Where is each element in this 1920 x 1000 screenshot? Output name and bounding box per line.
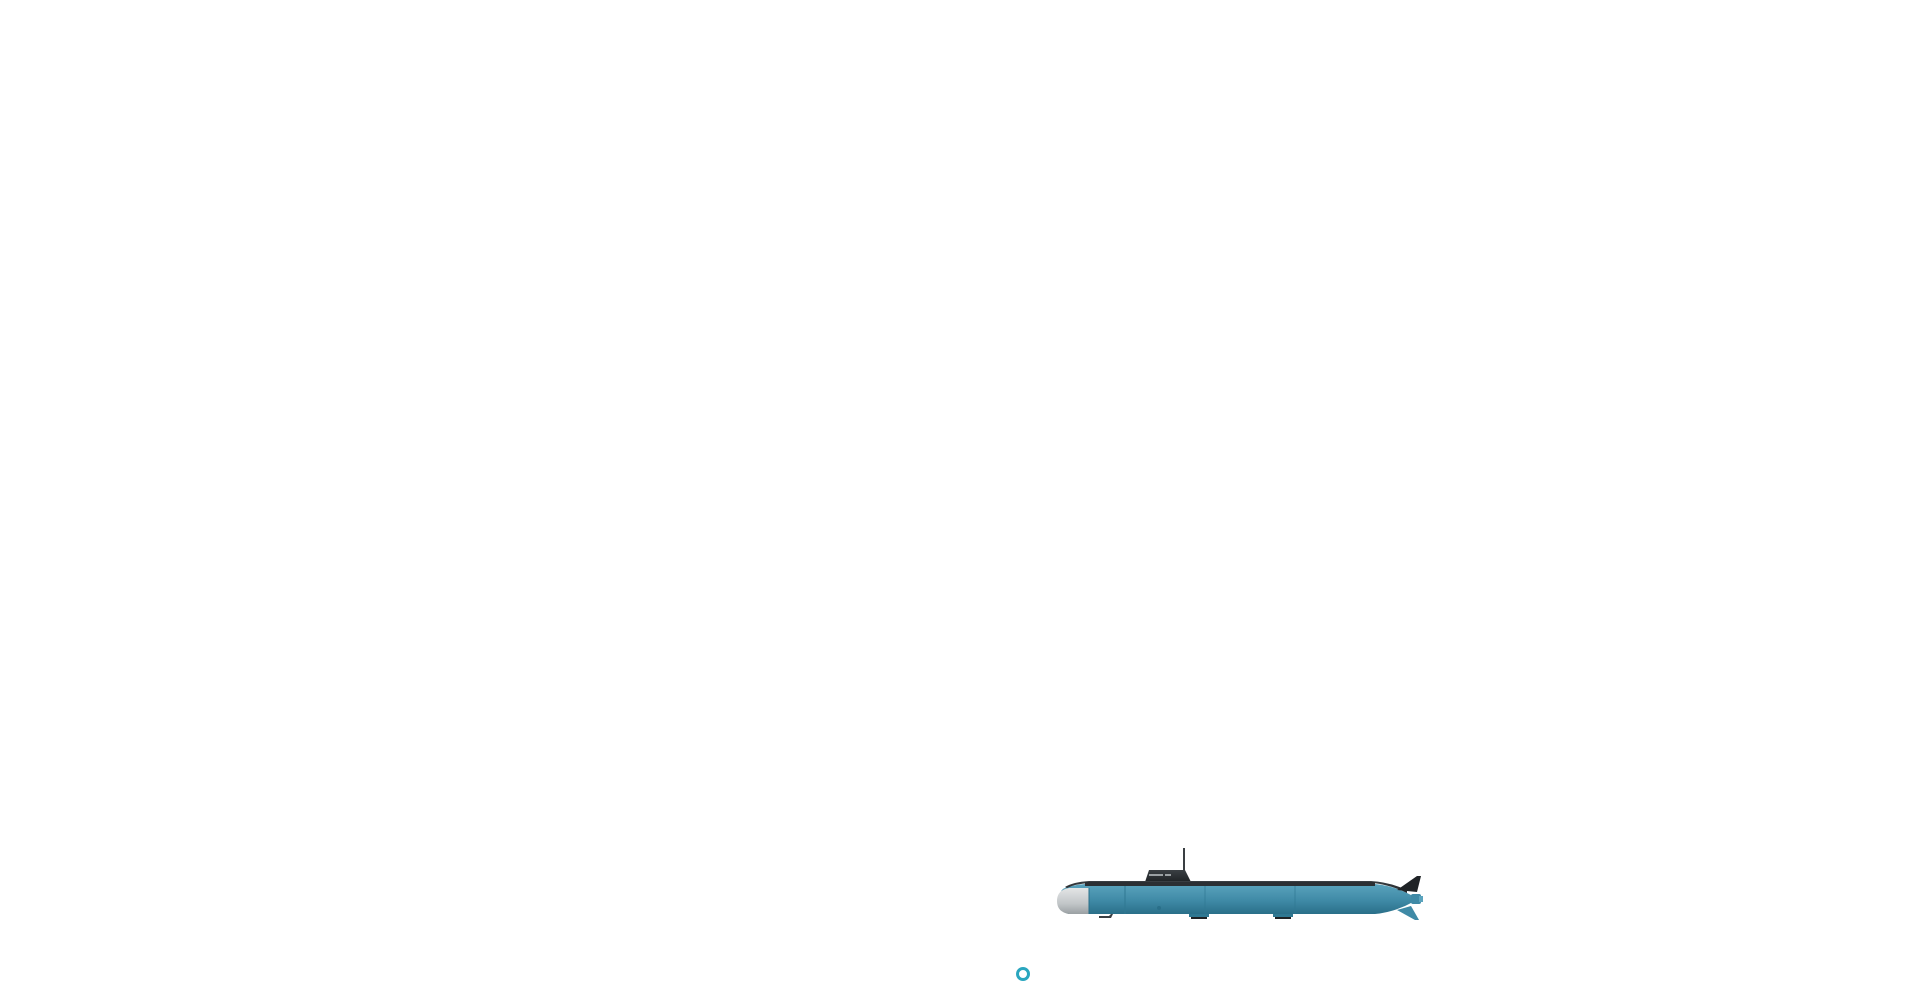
carousel-dot-button[interactable]: [1016, 967, 1030, 981]
submarine-image: [1045, 840, 1440, 940]
tail-fin-bottom: [1397, 906, 1419, 920]
submarine-icon: [1057, 848, 1423, 920]
antenna-mast: [1183, 848, 1185, 876]
tail-fin-top: [1397, 876, 1421, 892]
hull-nose: [1057, 888, 1089, 914]
hull: [1059, 884, 1413, 914]
